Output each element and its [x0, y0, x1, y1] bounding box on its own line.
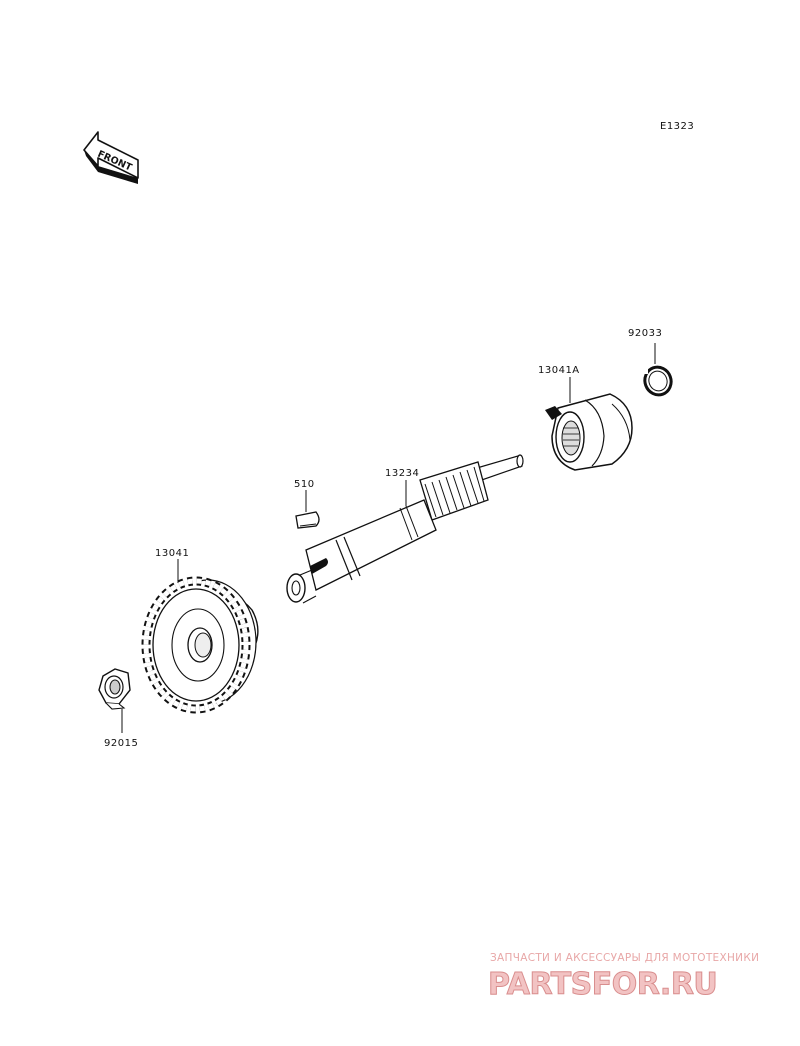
part-number-clutch-hub: 13041A	[538, 365, 580, 376]
part-shaft	[286, 454, 524, 604]
diagram-code: E1323	[660, 121, 694, 132]
part-clutch-hub	[545, 377, 633, 471]
part-gear	[141, 559, 259, 714]
part-number-key: 510	[294, 479, 315, 490]
part-circlip	[641, 343, 673, 397]
front-arrow-icon: FRONT	[83, 131, 139, 184]
part-number-circlip: 92033	[628, 328, 662, 339]
watermark-tagline: ЗАПЧАСТИ И АКСЕССУАРЫ ДЛЯ МОТОТЕХНИКИ	[490, 952, 759, 964]
watermark-logo: ЗАПЧАСТИ И АКСЕССУАРЫ ДЛЯ МОТОТЕХНИКИ PA…	[488, 952, 759, 1000]
watermark-brand: PARTSFOR.RU	[488, 967, 717, 1000]
part-nut	[98, 668, 131, 733]
part-number-gear: 13041	[155, 548, 189, 559]
part-number-shaft: 13234	[385, 468, 419, 479]
part-number-nut: 92015	[104, 738, 138, 749]
part-key	[295, 490, 320, 529]
